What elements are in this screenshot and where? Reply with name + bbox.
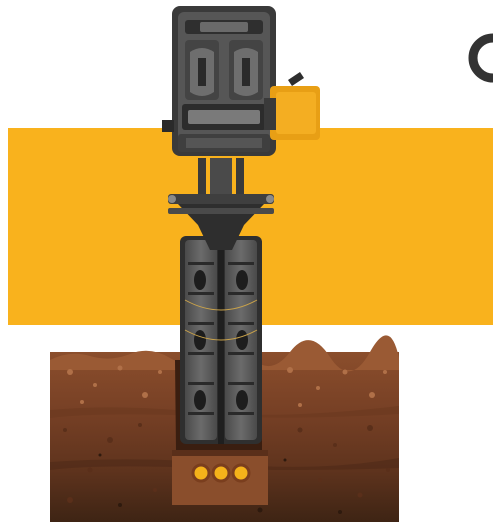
machine-head — [162, 6, 282, 156]
partial-ring-icon — [473, 38, 493, 78]
conduit-3 — [233, 465, 249, 481]
conduit-1 — [193, 465, 209, 481]
conduit-2 — [213, 465, 229, 481]
cutting-chain — [180, 236, 262, 444]
cable-conduits — [193, 465, 249, 481]
